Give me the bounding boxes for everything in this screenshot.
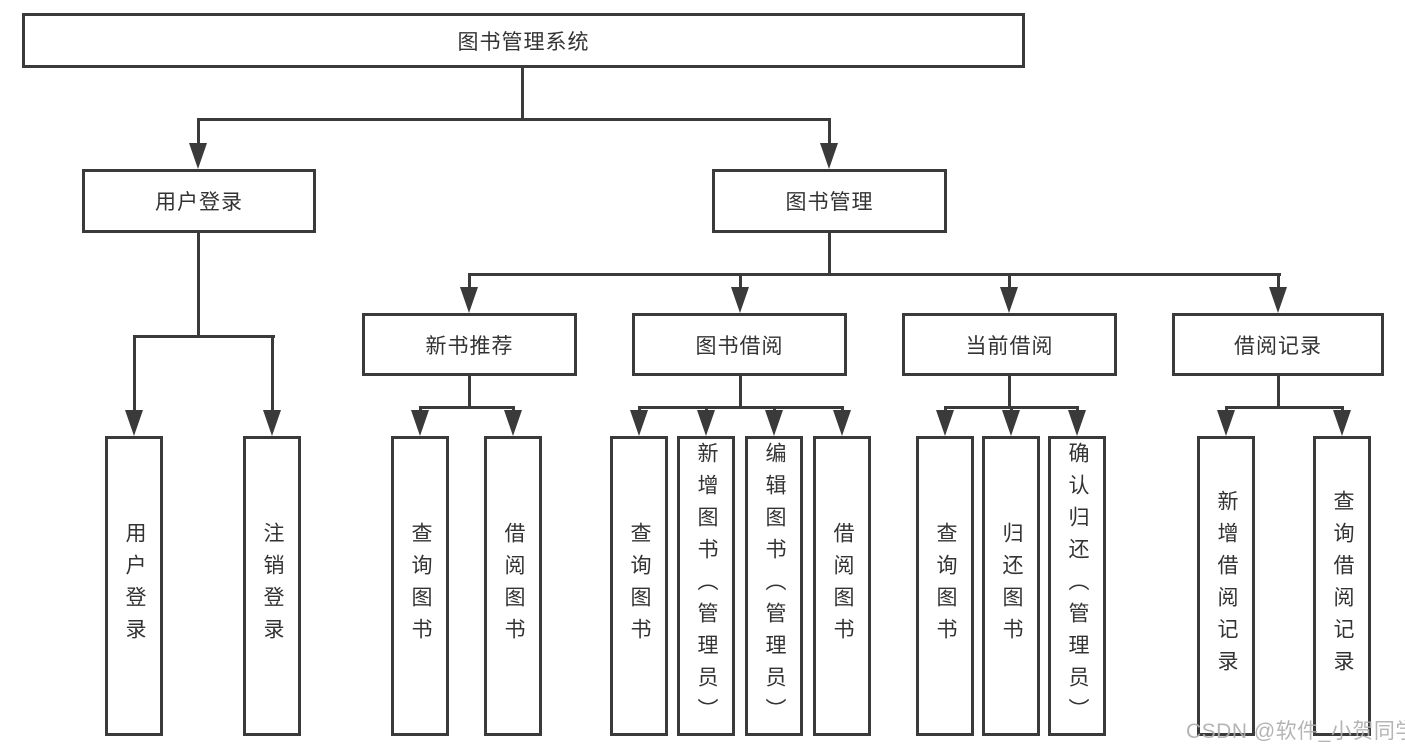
node-borrow-records: 借阅记录 bbox=[1172, 313, 1384, 376]
leaf-add-borrow-record: 新增借阅记录 bbox=[1197, 436, 1255, 736]
connector-line bbox=[1225, 406, 1344, 409]
node-user-login: 用户登录 bbox=[82, 169, 316, 233]
arrow-down-icon bbox=[630, 410, 648, 436]
connector-line bbox=[468, 273, 471, 289]
connector-line bbox=[468, 273, 1281, 276]
connector-line bbox=[739, 376, 742, 406]
connector-line bbox=[419, 406, 515, 409]
leaf-logout: 注销登录 bbox=[243, 436, 301, 736]
connector-line bbox=[1076, 406, 1079, 412]
node-new-books: 新书推荐 bbox=[362, 313, 577, 376]
connector-line bbox=[133, 335, 136, 412]
connector-line bbox=[1225, 406, 1228, 412]
arrow-down-icon bbox=[1333, 410, 1351, 436]
connector-line bbox=[1277, 273, 1280, 289]
leaf-confirm-return-admin: 确认归还（管理员） bbox=[1048, 436, 1106, 736]
leaf-borrow-books-1: 借阅图书 bbox=[484, 436, 542, 736]
leaf-query-borrow-record: 查询借阅记录 bbox=[1313, 436, 1371, 736]
arrow-down-icon bbox=[504, 410, 522, 436]
connector-line bbox=[828, 118, 831, 146]
arrow-down-icon bbox=[263, 410, 281, 436]
connector-line bbox=[773, 406, 776, 412]
arrow-down-icon bbox=[1217, 410, 1235, 436]
csdn-watermark: CSDN @软件_小贺同学 bbox=[1186, 720, 1405, 743]
arrow-down-icon bbox=[1002, 410, 1020, 436]
arrow-down-icon bbox=[765, 410, 783, 436]
leaf-query-books-3: 查询图书 bbox=[916, 436, 974, 736]
connector-line bbox=[705, 406, 708, 412]
leaf-user-login: 用户登录 bbox=[105, 436, 163, 736]
node-root: 图书管理系统 bbox=[22, 13, 1025, 68]
connector-line bbox=[739, 273, 742, 289]
connector-line bbox=[1010, 406, 1013, 412]
arrow-down-icon bbox=[189, 143, 207, 169]
leaf-borrow-books-2: 借阅图书 bbox=[813, 436, 871, 736]
leaf-query-books-2: 查询图书 bbox=[610, 436, 668, 736]
connector-line bbox=[828, 233, 831, 273]
connector-line bbox=[419, 406, 422, 412]
connector-line bbox=[944, 406, 947, 412]
leaf-return-books: 归还图书 bbox=[982, 436, 1040, 736]
connector-line bbox=[512, 406, 515, 412]
connector-line bbox=[197, 118, 200, 146]
leaf-edit-books-admin: 编辑图书（管理员） bbox=[745, 436, 803, 736]
arrow-down-icon bbox=[125, 410, 143, 436]
node-book-mgmt: 图书管理 bbox=[712, 169, 947, 233]
node-current-borrow: 当前借阅 bbox=[902, 313, 1117, 376]
connector-line bbox=[197, 233, 200, 335]
node-book-borrow: 图书借阅 bbox=[632, 313, 847, 376]
leaf-query-books-1: 查询图书 bbox=[391, 436, 449, 736]
arrow-down-icon bbox=[697, 410, 715, 436]
connector-line bbox=[271, 335, 274, 412]
connector-line bbox=[133, 335, 275, 338]
connector-line bbox=[841, 406, 844, 412]
connector-line bbox=[1008, 376, 1011, 406]
arrow-down-icon bbox=[460, 287, 478, 313]
arrow-down-icon bbox=[1000, 287, 1018, 313]
connector-line bbox=[468, 376, 471, 406]
leaf-add-books-admin: 新增图书（管理员） bbox=[677, 436, 735, 736]
connector-line bbox=[1341, 406, 1344, 412]
connector-line bbox=[197, 118, 831, 121]
arrow-down-icon bbox=[936, 410, 954, 436]
connector-line bbox=[1008, 273, 1011, 289]
arrow-down-icon bbox=[731, 287, 749, 313]
connector-line bbox=[638, 406, 641, 412]
arrow-down-icon bbox=[1269, 287, 1287, 313]
arrow-down-icon bbox=[1068, 410, 1086, 436]
connector-line bbox=[638, 406, 844, 409]
connector-line bbox=[521, 68, 524, 118]
connector-line bbox=[1277, 376, 1280, 406]
arrow-down-icon bbox=[411, 410, 429, 436]
arrow-down-icon bbox=[833, 410, 851, 436]
arrow-down-icon bbox=[820, 143, 838, 169]
